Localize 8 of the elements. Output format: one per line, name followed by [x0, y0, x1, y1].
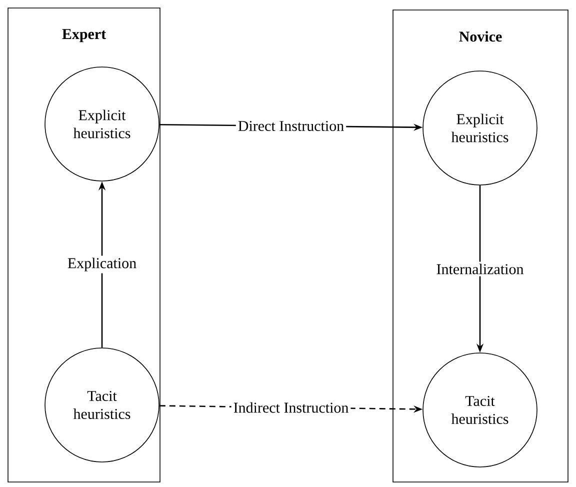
circle-node: Explicit heuristics: [44, 66, 160, 182]
edge-label: Internalization: [436, 264, 524, 274]
edge-label: Explication: [68, 258, 136, 272]
edge-label: Direct Instruction: [238, 120, 344, 132]
edge-label: Indirect Instruction: [234, 402, 348, 413]
circle-node: Explicit heuristics: [422, 70, 538, 186]
circle-node: Tacit heuristics: [44, 348, 160, 462]
circle-node: Tacit heuristics: [422, 352, 538, 468]
